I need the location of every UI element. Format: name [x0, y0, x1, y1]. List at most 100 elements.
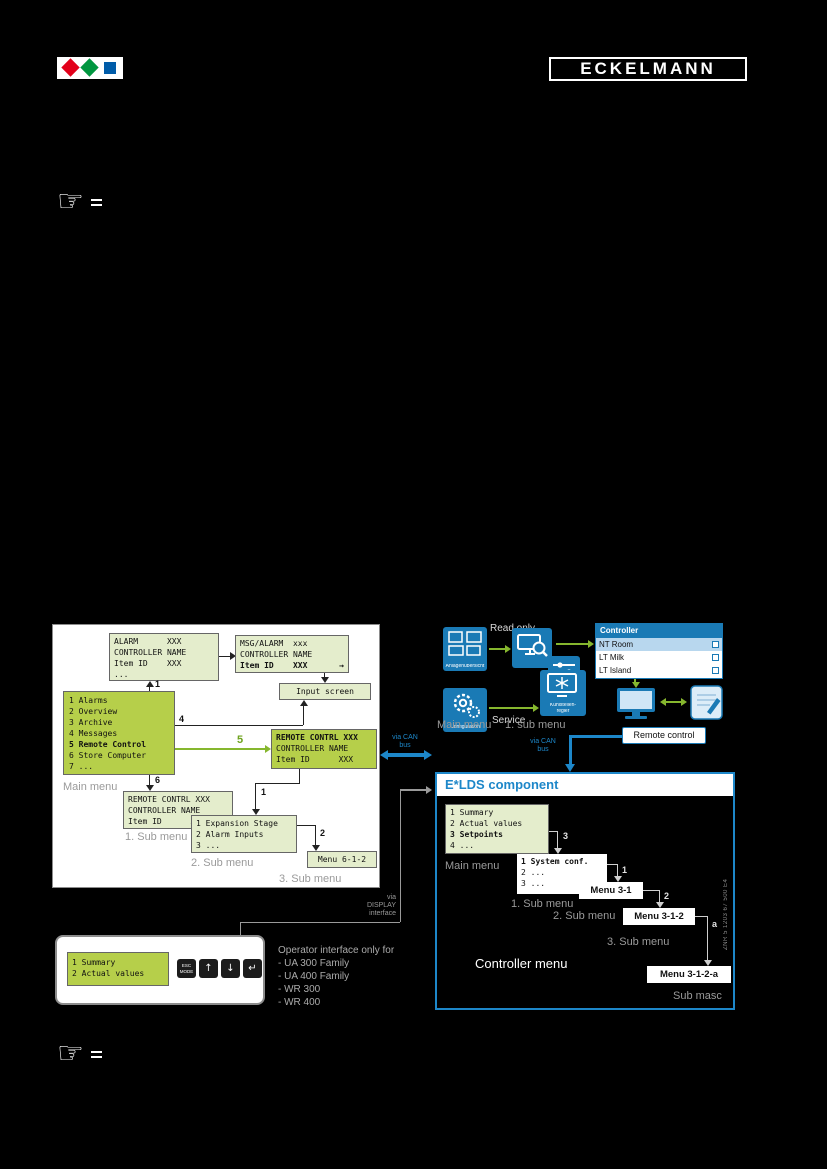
menu-3-1-box: Menu 3-1	[579, 882, 643, 899]
connector-line-gray	[240, 922, 400, 923]
pointing-hand-glyph: ☞	[57, 1036, 84, 1071]
sub3-menu-label: 3. Sub menu	[279, 873, 342, 885]
arrow-head-down	[321, 677, 329, 683]
arrow-line	[149, 687, 150, 691]
arrow-line	[175, 725, 303, 726]
edit-form-icon	[690, 685, 724, 721]
screen-line: Item ID XXX	[276, 755, 354, 764]
note-line	[91, 199, 102, 201]
main-menu-label: Main menu	[63, 781, 118, 793]
via-can-bus-label: via CAN bus	[392, 734, 418, 749]
eckelmann-logo-mark	[57, 57, 123, 79]
arrow-line	[255, 783, 256, 809]
arrow-line-light	[695, 916, 707, 917]
menu-item: 1 Alarms	[69, 696, 108, 705]
msg-alarm-screen-box: MSG/ALARM xxx CONTROLLER NAME Item ID XX…	[235, 635, 349, 673]
step-number: 3	[563, 831, 569, 841]
arrow-head-down-light	[614, 876, 622, 882]
arrow-head-right-blue	[424, 750, 432, 760]
sub2-menu-label: 2. Sub menu	[191, 857, 254, 869]
screen-line: REMOTE CONTRL XXX	[276, 733, 358, 742]
note-item: - WR 300	[278, 984, 321, 995]
sub1-menu-label: 1. Sub menu	[125, 831, 188, 843]
arrow-head-down	[312, 845, 320, 851]
plant-overview-icon-label: Anlagenübersicht	[445, 663, 485, 669]
connector-line-gray	[240, 922, 241, 935]
elds-sub1-label: 1. Sub menu	[511, 898, 574, 910]
checkbox-icon	[712, 641, 719, 648]
service-label: Service	[492, 715, 526, 726]
monitor-pictogram	[617, 688, 655, 719]
note-line	[91, 1056, 102, 1058]
terminal-menu-diagram-panel: ALARM XXX CONTROLLER NAME Item ID XXX ..…	[52, 624, 380, 888]
remote-control-screen-box: REMOTE CONTRL XXX CONTROLLER NAME Item I…	[271, 729, 377, 769]
function-monitor-icon	[512, 628, 552, 668]
screen-line: 2 ...	[521, 868, 546, 877]
controller-row: LT Milk	[596, 651, 722, 664]
key-label: ESC	[181, 963, 192, 968]
arrow-up-key: ↑	[199, 959, 218, 978]
step-number: 1	[261, 787, 267, 797]
screen-line: 2 Alarm Inputs	[196, 830, 264, 839]
menu-item: 2 Actual values	[450, 819, 523, 828]
elds-title: E*LDS component	[445, 777, 559, 792]
display-if-line: DISPLAY	[366, 902, 396, 909]
step-number: 2	[320, 828, 326, 838]
screen-line: Input screen	[296, 687, 354, 696]
snowflake-monitor-pictogram	[547, 673, 577, 697]
screen-line: 2 Actual values	[72, 969, 145, 978]
gears-pictogram	[453, 693, 480, 718]
arrow-head-left-blue	[380, 750, 388, 760]
arrow-line	[315, 825, 316, 845]
screen-line: CONTROLLER NAME	[240, 650, 313, 659]
arrow-line-green	[634, 679, 636, 683]
controller-name: LT Island	[599, 666, 632, 675]
controller-name: NT Room	[599, 640, 634, 649]
arrow-line-light	[707, 916, 708, 960]
screen-line: 3 ...	[521, 879, 546, 888]
arrow-line	[297, 825, 315, 826]
checkbox-icon	[712, 667, 719, 674]
input-screen-box: Input screen	[279, 683, 371, 700]
brand-wordmark: ECKELMANN	[549, 57, 747, 81]
screen-line: REMOTE CONTRL XXX	[128, 795, 210, 804]
logo-red-diamond-icon	[61, 58, 80, 77]
menu-item: 2 Overview	[69, 707, 118, 716]
display-if-line: interface	[369, 910, 396, 917]
arrow-head-right-green	[681, 698, 687, 706]
menu-3-1-2-box: Menu 3-1-2	[623, 908, 695, 925]
arrow-head-right-green	[265, 745, 271, 753]
step-number: 1	[155, 679, 161, 689]
arrow-head-down	[146, 785, 154, 791]
znr-drawing-number: ZNR 5 1203 67 500 E4	[723, 878, 729, 950]
arrow-down-key: ↓	[221, 959, 240, 978]
arrow-head-left-green	[660, 698, 666, 706]
menu-item: 6 Store Computer	[69, 751, 147, 760]
arrow-head-down	[252, 809, 260, 815]
elds-main-menu-box: 1 Summary 2 Actual values 3 Setpoints 4 …	[445, 804, 549, 854]
elds-main-menu-label: Main menu	[445, 860, 500, 872]
arrow-line	[299, 769, 300, 783]
arrow-line-green	[489, 707, 533, 709]
step-number: 4	[179, 714, 185, 724]
plant-overview-icon: Anlagenübersicht	[443, 627, 487, 671]
arrow-line	[255, 783, 300, 784]
arrow-line	[303, 706, 304, 725]
screen-line: Item ID XXX	[114, 659, 182, 668]
elds-sub2-label: 2. Sub menu	[553, 910, 616, 922]
arrow-head-down-light	[656, 902, 664, 908]
note-line	[91, 204, 102, 206]
screen-line: CONTROLLER NAME	[128, 806, 201, 815]
enter-key: ↵	[243, 959, 262, 978]
terminal-main-menu-box: 1 Alarms 2 Overview 3 Archive 4 Messages…	[63, 691, 175, 775]
input-arrow-icon: →	[339, 661, 344, 670]
key-label: MODE	[179, 969, 194, 974]
arrow-head-up	[300, 700, 308, 706]
alarm-screen-box: ALARM XXX CONTROLLER NAME Item ID XXX ..…	[109, 633, 219, 681]
screen-line: 3 ...	[196, 841, 221, 850]
arrow-line-green	[489, 648, 505, 650]
arrow-head-right-green	[505, 645, 511, 653]
menu-item-setpoints: 3 Setpoints	[450, 830, 503, 839]
arrow-line-light	[607, 864, 617, 865]
